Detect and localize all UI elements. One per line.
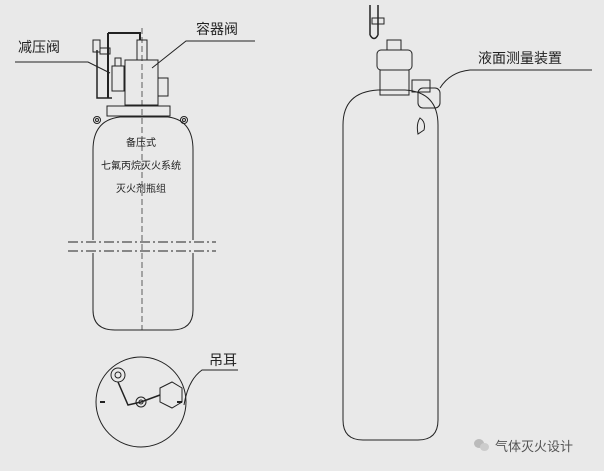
bottom-view: [95, 356, 187, 448]
lifting-lug-leader: [183, 369, 238, 406]
container-valve-label: 容器阀: [196, 22, 238, 38]
pressure-reducing-valve-leader: [15, 61, 111, 74]
lifting-lug-label: 吊耳: [209, 353, 237, 369]
pressure-reducing-valve-label: 减压阀: [18, 40, 60, 56]
watermark-text: 气体灭火设计: [495, 440, 574, 455]
pressure-reducing-valve-drawing: [92, 33, 125, 99]
left-cylinder: [68, 28, 216, 331]
cylinder-text-line3: 灭火剂瓶组: [116, 184, 166, 195]
right-cylinder: [342, 5, 441, 441]
wechat-icon: [474, 439, 490, 452]
level-measuring-device-label: 液面测量装置: [478, 51, 562, 67]
level-measuring-device-leader: [439, 69, 592, 89]
cylinder-text-line1: 备压式: [126, 138, 156, 149]
watermark: 气体灭火设计: [474, 436, 573, 455]
container-valve-leader: [151, 40, 255, 69]
cylinder-text-line2: 七氟丙烷灭火系统: [101, 161, 181, 172]
container-valve-drawing: [106, 32, 171, 117]
